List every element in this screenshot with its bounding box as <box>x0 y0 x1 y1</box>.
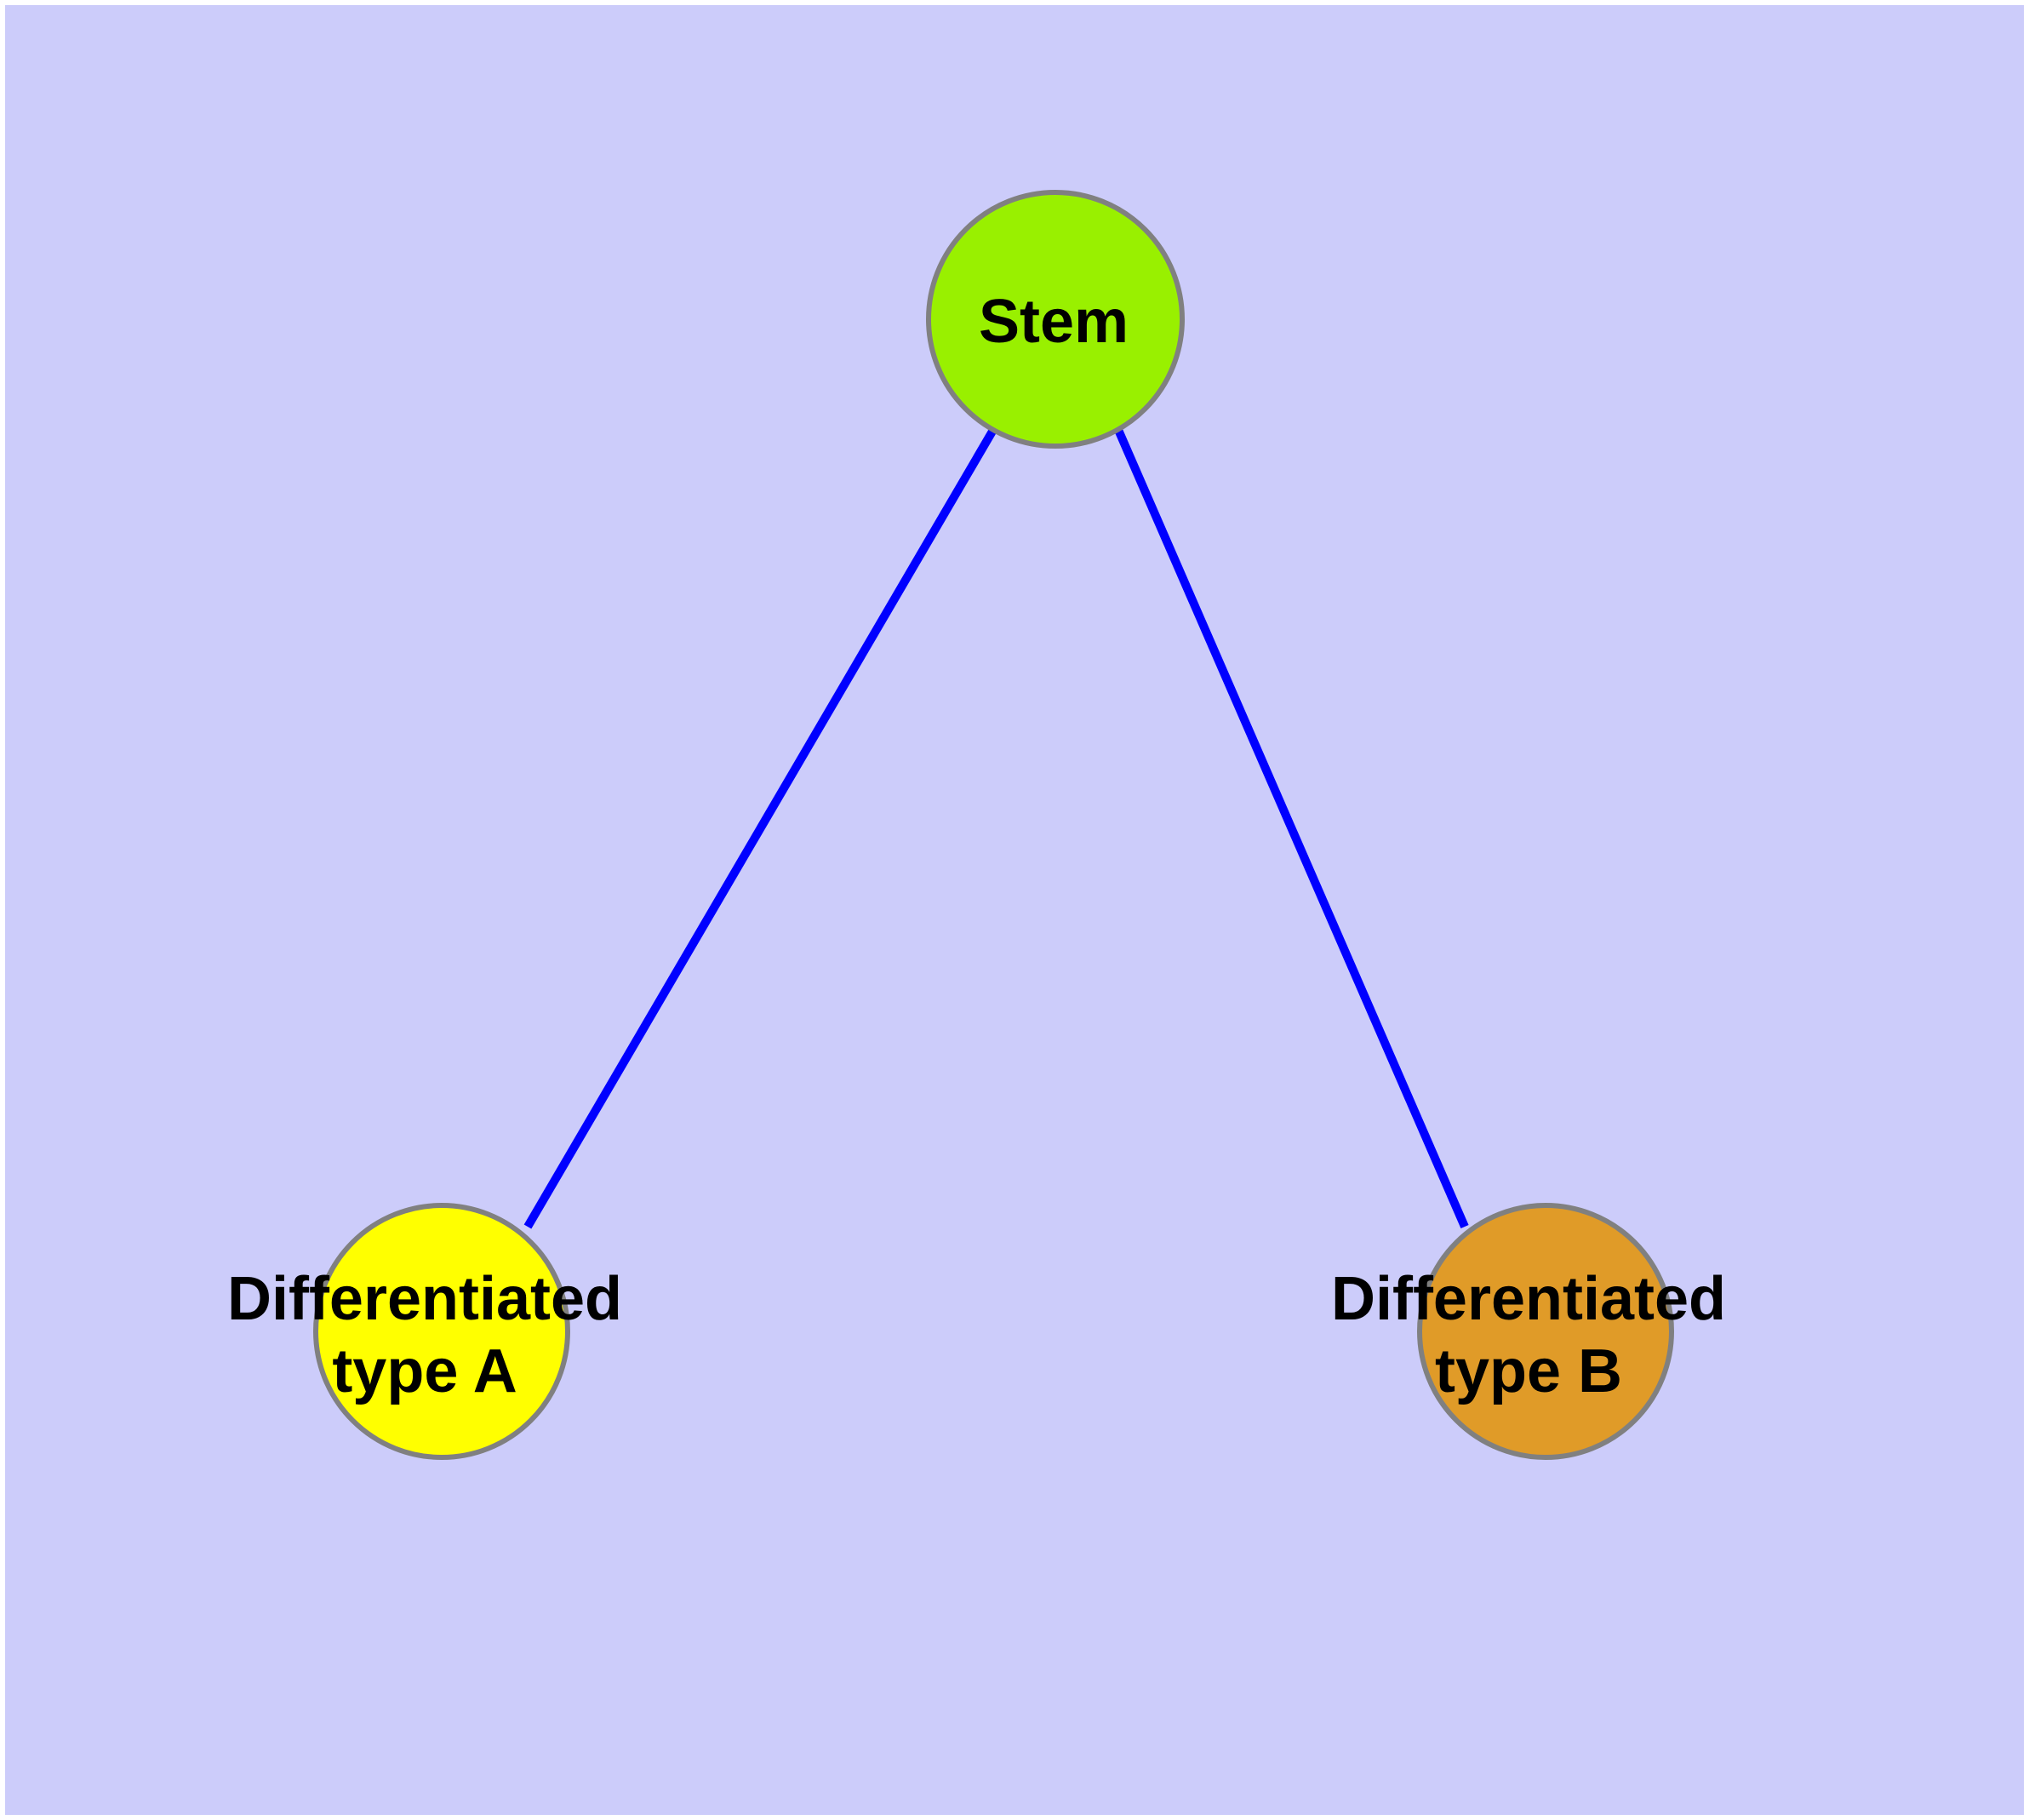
node-label-line: Differentiated <box>1331 1265 1726 1333</box>
node-label-line: Differentiated <box>227 1265 622 1333</box>
node-label-line: type B <box>1435 1337 1622 1405</box>
graph-node-diff_b[interactable] <box>1417 1203 1674 1460</box>
graph-edge-stem-diff_b[interactable] <box>1114 428 1469 1228</box>
node-label-line: Stem <box>979 288 1129 356</box>
graph-node-diff_a[interactable] <box>313 1203 570 1460</box>
nodes-layer <box>313 190 1674 1460</box>
graph-edge-stem-diff_a[interactable] <box>523 427 997 1229</box>
graph-node-stem[interactable] <box>926 190 1185 449</box>
edges-layer <box>523 427 1469 1229</box>
node-label-line: type A <box>332 1337 517 1405</box>
node-label-stem: Stem <box>979 288 1129 356</box>
